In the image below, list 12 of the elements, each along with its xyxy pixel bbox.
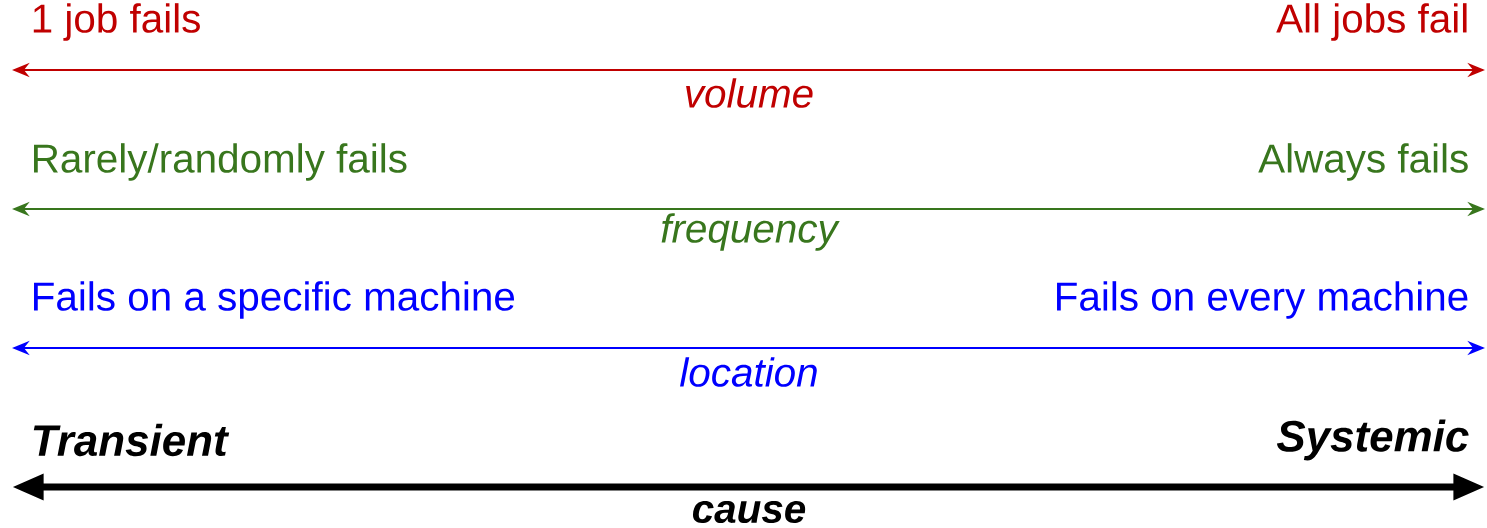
axis-label: cause bbox=[693, 500, 806, 524]
end-label: Rarely/randomly fails bbox=[34, 143, 407, 181]
end-label: Fails on a specific machine bbox=[34, 281, 515, 319]
end-label: Fails on every machine bbox=[1057, 281, 1468, 319]
axis-label: location bbox=[680, 357, 817, 387]
axis-label: frequency bbox=[661, 213, 840, 251]
end-label: All jobs fail bbox=[1276, 3, 1467, 41]
axis-label: volume bbox=[686, 78, 813, 108]
end-label: Always fails bbox=[1258, 143, 1468, 181]
end-label: 1 job fails bbox=[33, 3, 200, 41]
end-label: Transient bbox=[33, 423, 230, 457]
end-label: Systemic bbox=[1276, 419, 1469, 461]
